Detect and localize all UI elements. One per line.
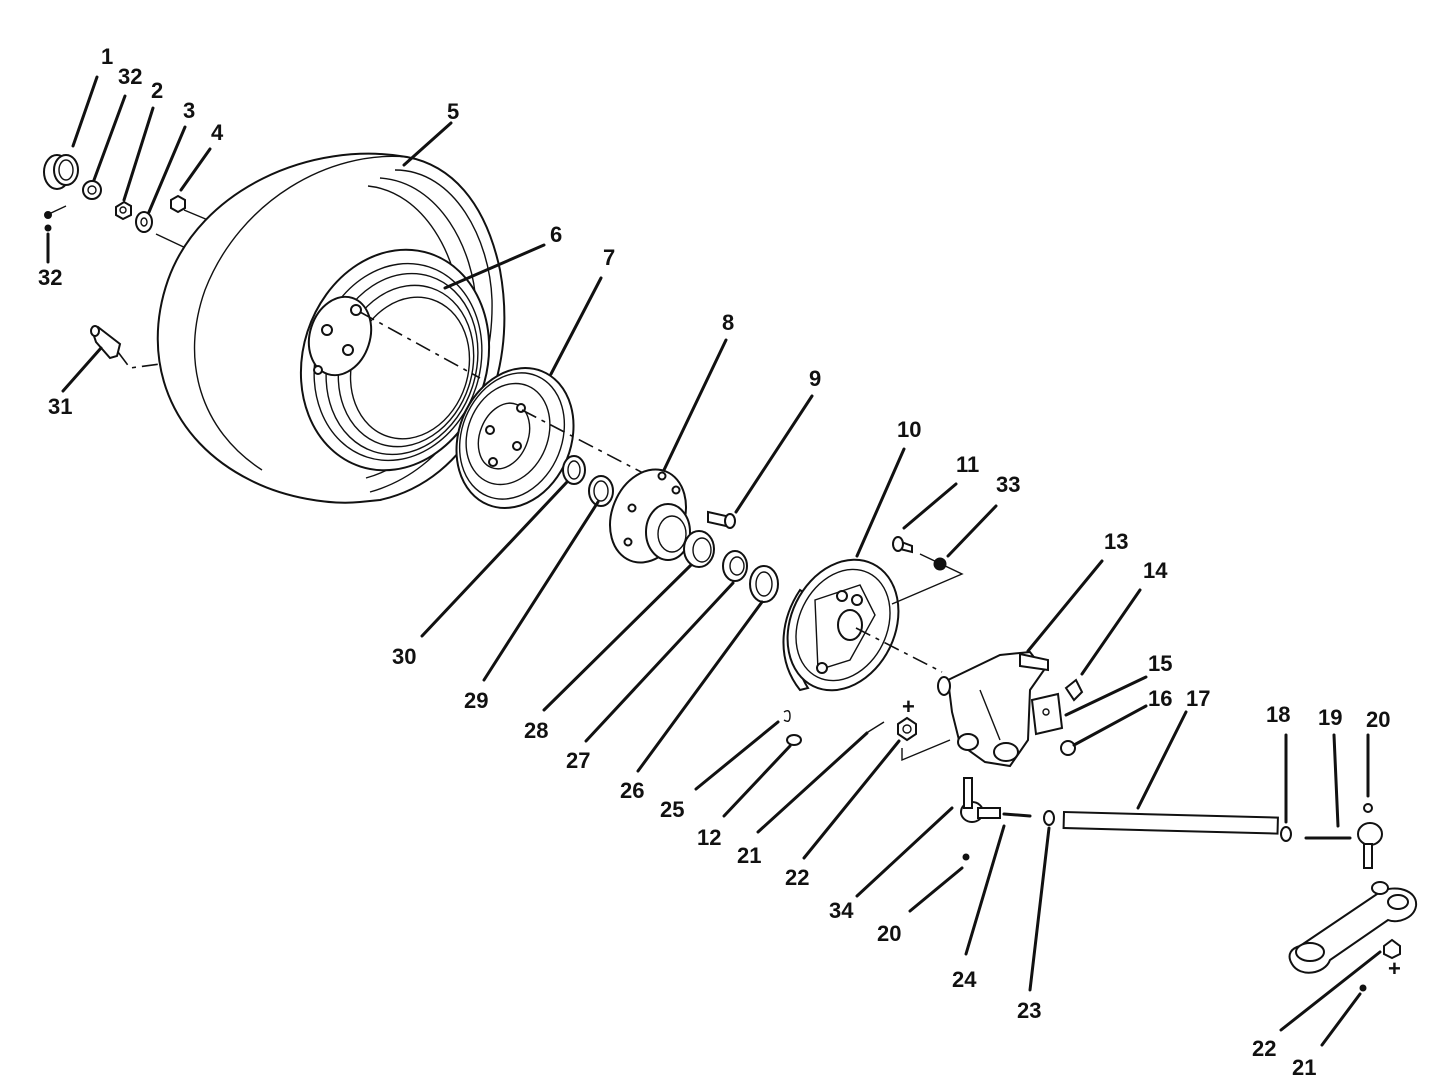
callout-6: 6 xyxy=(550,222,562,247)
jam-nut-icon xyxy=(1060,740,1076,756)
callout-31: 31 xyxy=(48,394,72,419)
callout-24: 24 xyxy=(952,967,977,992)
callout-26: 26 xyxy=(620,778,644,803)
callout-16: 16 xyxy=(1148,686,1172,711)
callout-13: 13 xyxy=(1104,529,1128,554)
callout-29: 29 xyxy=(464,688,488,713)
grease-seal-icon xyxy=(749,565,779,603)
callout-25: 25 xyxy=(660,797,684,822)
bearing-icon xyxy=(562,455,586,485)
backing-plate-icon xyxy=(782,558,900,692)
tie-rod-icon xyxy=(1043,810,1279,835)
tie-rod-end-right-icon xyxy=(1280,803,1383,869)
callout-34: 34 xyxy=(829,898,854,923)
callout-22-bottom: 22 xyxy=(1252,1036,1276,1061)
callout-32-top: 32 xyxy=(118,64,142,89)
bolt-icon xyxy=(707,510,736,529)
hub-cap-icon xyxy=(43,154,79,190)
callout-23: 23 xyxy=(1017,998,1041,1023)
lug-nut-icon xyxy=(170,194,186,214)
callout-2: 2 xyxy=(151,78,163,103)
inner-bearing-icon xyxy=(722,550,748,582)
callout-32-bottom: 32 xyxy=(38,265,62,290)
callout-21-mid: 21 xyxy=(737,843,761,868)
cotter-pin-icon xyxy=(44,205,67,232)
hub-icon xyxy=(609,468,691,564)
callout-15: 15 xyxy=(1148,651,1172,676)
grease-fitting-icon xyxy=(783,709,802,746)
seal-icon xyxy=(588,475,614,507)
callout-27: 27 xyxy=(566,748,590,773)
callout-7: 7 xyxy=(603,245,615,270)
callout-20-top: 20 xyxy=(1366,707,1390,732)
callout-3: 3 xyxy=(183,98,195,123)
callout-20-bottom: 20 xyxy=(877,921,901,946)
washer-icon xyxy=(135,211,153,233)
castle-nut-22-icon xyxy=(897,716,917,742)
callout-21-bottom: 21 xyxy=(1292,1055,1316,1078)
castle-nut-22b-icon xyxy=(1383,938,1401,960)
bearing-race-icon xyxy=(683,530,715,568)
callout-9: 9 xyxy=(809,366,821,391)
callout-19: 19 xyxy=(1318,705,1342,730)
nut-icon xyxy=(115,200,132,221)
screw-icon xyxy=(892,536,913,554)
callout-1: 1 xyxy=(101,44,113,69)
tie-rod-end-icon xyxy=(960,777,1032,823)
callout-17: 17 xyxy=(1186,686,1210,711)
bracket-icon xyxy=(1030,692,1064,736)
callout-22-mid: 22 xyxy=(785,865,809,890)
castle-nut-icon xyxy=(82,180,102,200)
leader-lines xyxy=(46,75,1382,1047)
svg-text:+: + xyxy=(902,694,915,719)
callout-11: 11 xyxy=(956,452,979,477)
callout-28: 28 xyxy=(524,718,548,743)
callout-30: 30 xyxy=(392,644,416,669)
spindle-icon xyxy=(937,650,1049,768)
steering-arm-icon xyxy=(1288,881,1418,974)
valve-stem-icon xyxy=(90,325,122,360)
callout-18: 18 xyxy=(1266,702,1290,727)
callout-5: 5 xyxy=(447,99,459,124)
brake-drum-icon xyxy=(455,367,575,509)
callout-10: 10 xyxy=(897,417,921,442)
callout-8: 8 xyxy=(722,310,734,335)
callout-14: 14 xyxy=(1143,558,1168,583)
clip-icon xyxy=(1064,678,1084,702)
callout-33: 33 xyxy=(996,472,1020,497)
callout-4: 4 xyxy=(211,120,224,145)
svg-text:+: + xyxy=(1388,956,1401,981)
callout-12: 12 xyxy=(697,825,721,850)
